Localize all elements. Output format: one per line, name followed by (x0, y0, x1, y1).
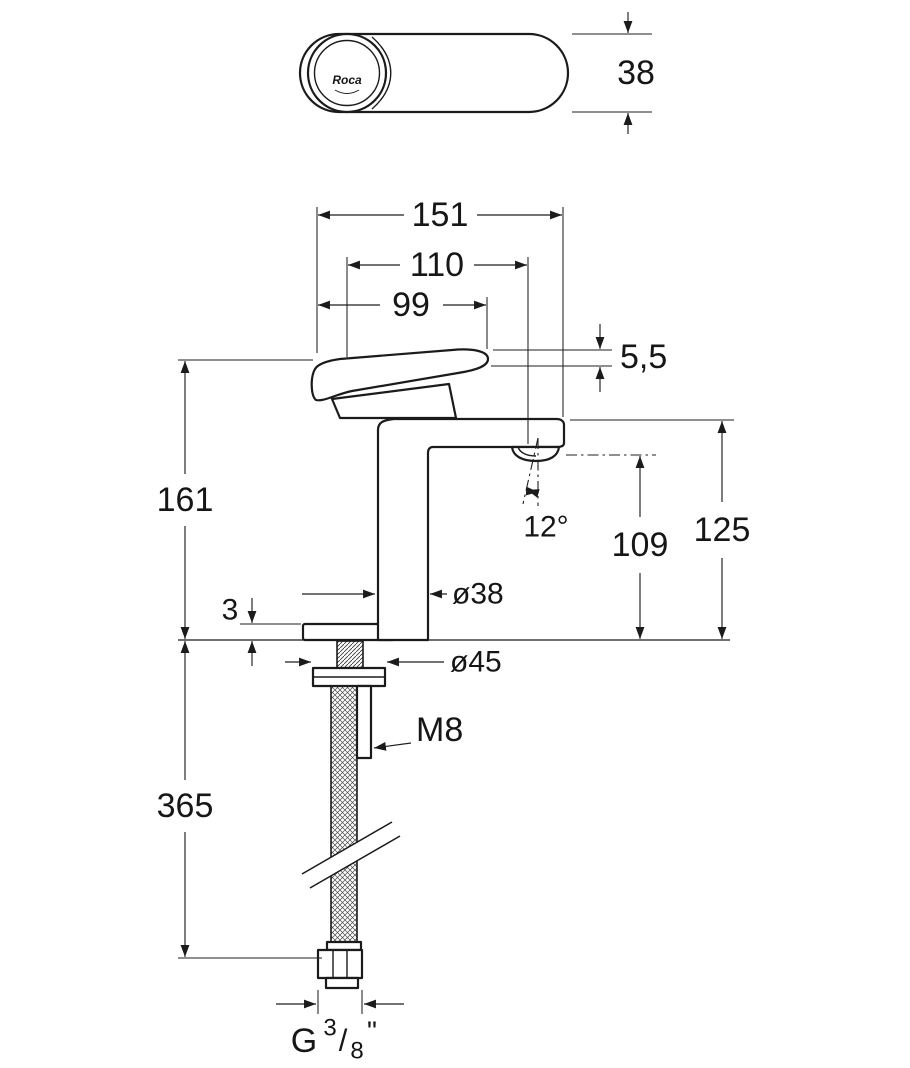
dimension-161: 161 (157, 360, 214, 640)
break-line-1 (301, 821, 393, 875)
aerator-inner-line (517, 446, 537, 457)
m8-stud (355, 684, 373, 760)
dimension-110: 110 (347, 246, 528, 284)
dim-38-label: 38 (617, 54, 655, 92)
dim-365-label: 365 (157, 787, 214, 825)
dimensions: 151 110 99 5,5 161 12° (157, 196, 751, 1065)
dim-g38-denominator: 8 (350, 1038, 363, 1065)
flexible-hose (330, 685, 358, 943)
brand-logo-underline (334, 89, 360, 94)
faucet-front-view (301, 348, 566, 990)
dim-161-label: 161 (157, 481, 214, 519)
hose-collar (325, 940, 363, 952)
dim-99-label: 99 (392, 286, 430, 324)
lever-handle (310, 348, 490, 402)
brand-logo: Roca (332, 73, 362, 87)
break-line-2 (309, 835, 401, 889)
handle-cap-outer-circle (306, 32, 388, 114)
break-gap (302, 822, 400, 888)
dim-3-label: 3 (222, 594, 239, 627)
dimension-109: 109 (612, 455, 669, 640)
handle-cap-inner-circle (313, 39, 381, 107)
dim-g38-prefix: G (291, 1022, 317, 1060)
dim-m8-label: M8 (416, 711, 463, 749)
dim-12deg-label: 12° (523, 511, 568, 544)
dimension-99: 99 (317, 286, 487, 324)
dim-dia38-label: ø38 (452, 578, 504, 611)
handle-top-view: Roca (298, 32, 570, 114)
faucet-body-spout (376, 417, 566, 642)
dim-dia45-label: ø45 (450, 646, 502, 679)
aerator (510, 445, 561, 463)
dimension-dia45: ø45 (285, 646, 502, 679)
cartridge-housing (330, 382, 458, 420)
dimension-151: 151 (317, 196, 563, 234)
dim-109-label: 109 (612, 526, 669, 564)
dim-125-label: 125 (694, 511, 751, 549)
hose-end-tip (324, 976, 360, 990)
dimension-3: 3 (222, 594, 257, 666)
handle-contour-arc (371, 36, 392, 110)
dimension-g38: G 3 / 8 " (276, 999, 404, 1065)
dimension-125: 125 (694, 420, 751, 640)
hose-end-nut (316, 948, 364, 980)
dim-g38-slash: / (339, 1023, 348, 1058)
dim-g38-inches: " (367, 1016, 377, 1047)
dimension-m8: M8 (373, 711, 463, 751)
dim-g38-numerator: 3 (323, 1015, 336, 1042)
dim-151-label: 151 (412, 196, 469, 234)
dimension-38: 38 (572, 12, 655, 134)
dimension-5-5: 5,5 (595, 324, 667, 392)
dim-5-5-label: 5,5 (620, 338, 667, 376)
angle-arc (525, 486, 540, 498)
threaded-shank (336, 640, 364, 671)
dim-110-label: 110 (410, 246, 464, 284)
dimension-dia38: ø38 (302, 578, 504, 611)
dimension-365: 365 (157, 640, 214, 958)
